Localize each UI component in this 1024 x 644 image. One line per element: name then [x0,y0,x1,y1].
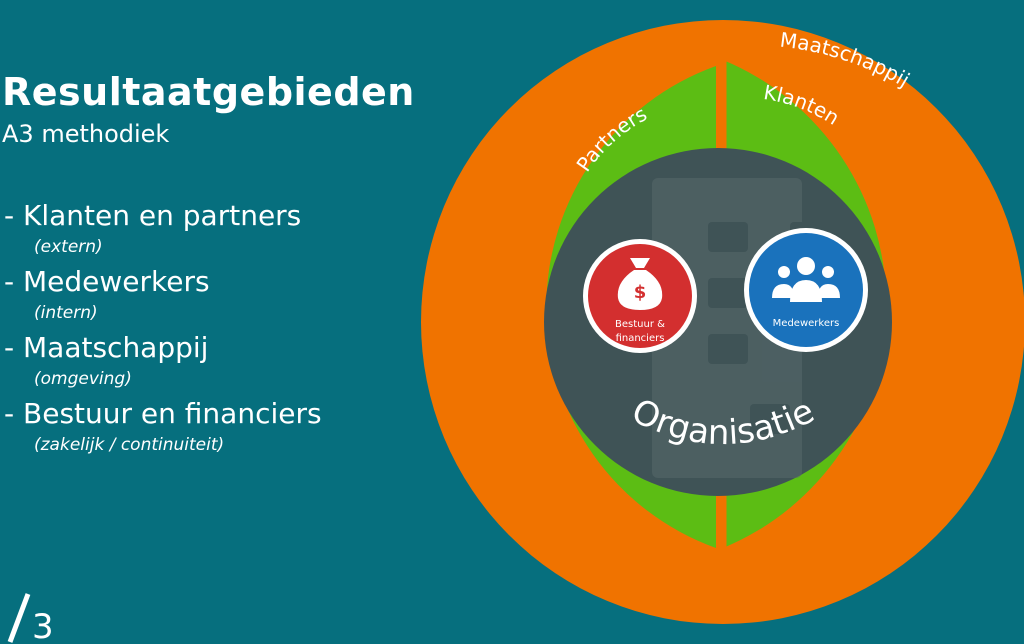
a3-logo-icon: 3 [7,593,54,644]
list-item-label: - Maatschappij [4,331,209,364]
badge-bestuur: $ Bestuur & financiers [583,239,697,353]
list-item-note: (intern) [34,303,98,323]
badge-left-label-line1: Bestuur & [615,319,665,330]
list-item: - Klanten en partners (extern) [4,196,444,258]
list-item-label: - Medewerkers [4,265,210,298]
logo-text: 3 [32,607,54,644]
badge-left-label-line2: financiers [616,333,665,344]
text-panel: Resultaatgebieden A3 methodiek - Klanten… [0,0,460,644]
people-group-icon [772,257,840,302]
page-title: Resultaatgebieden [2,70,415,114]
list-item: - Maatschappij (omgeving) [4,328,444,390]
page-subtitle: A3 methodiek [2,120,170,148]
result-area-list: - Klanten en partners (extern) - Medewer… [4,196,444,460]
svg-text:$: $ [634,282,647,303]
badge-right-label: Medewerkers [773,318,840,329]
list-item-note: (omgeving) [34,369,132,389]
list-item-label: - Klanten en partners [4,199,302,232]
list-item-label: - Bestuur en financiers [4,397,322,430]
badge-medewerkers: Medewerkers [744,228,868,352]
list-item-note: (extern) [34,237,103,257]
money-bag-icon: $ [617,258,663,310]
list-item: - Bestuur en financiers (zakelijk / cont… [4,394,444,456]
list-item-note: (zakelijk / continuiteit) [34,435,225,455]
list-item: - Medewerkers (intern) [4,262,444,324]
